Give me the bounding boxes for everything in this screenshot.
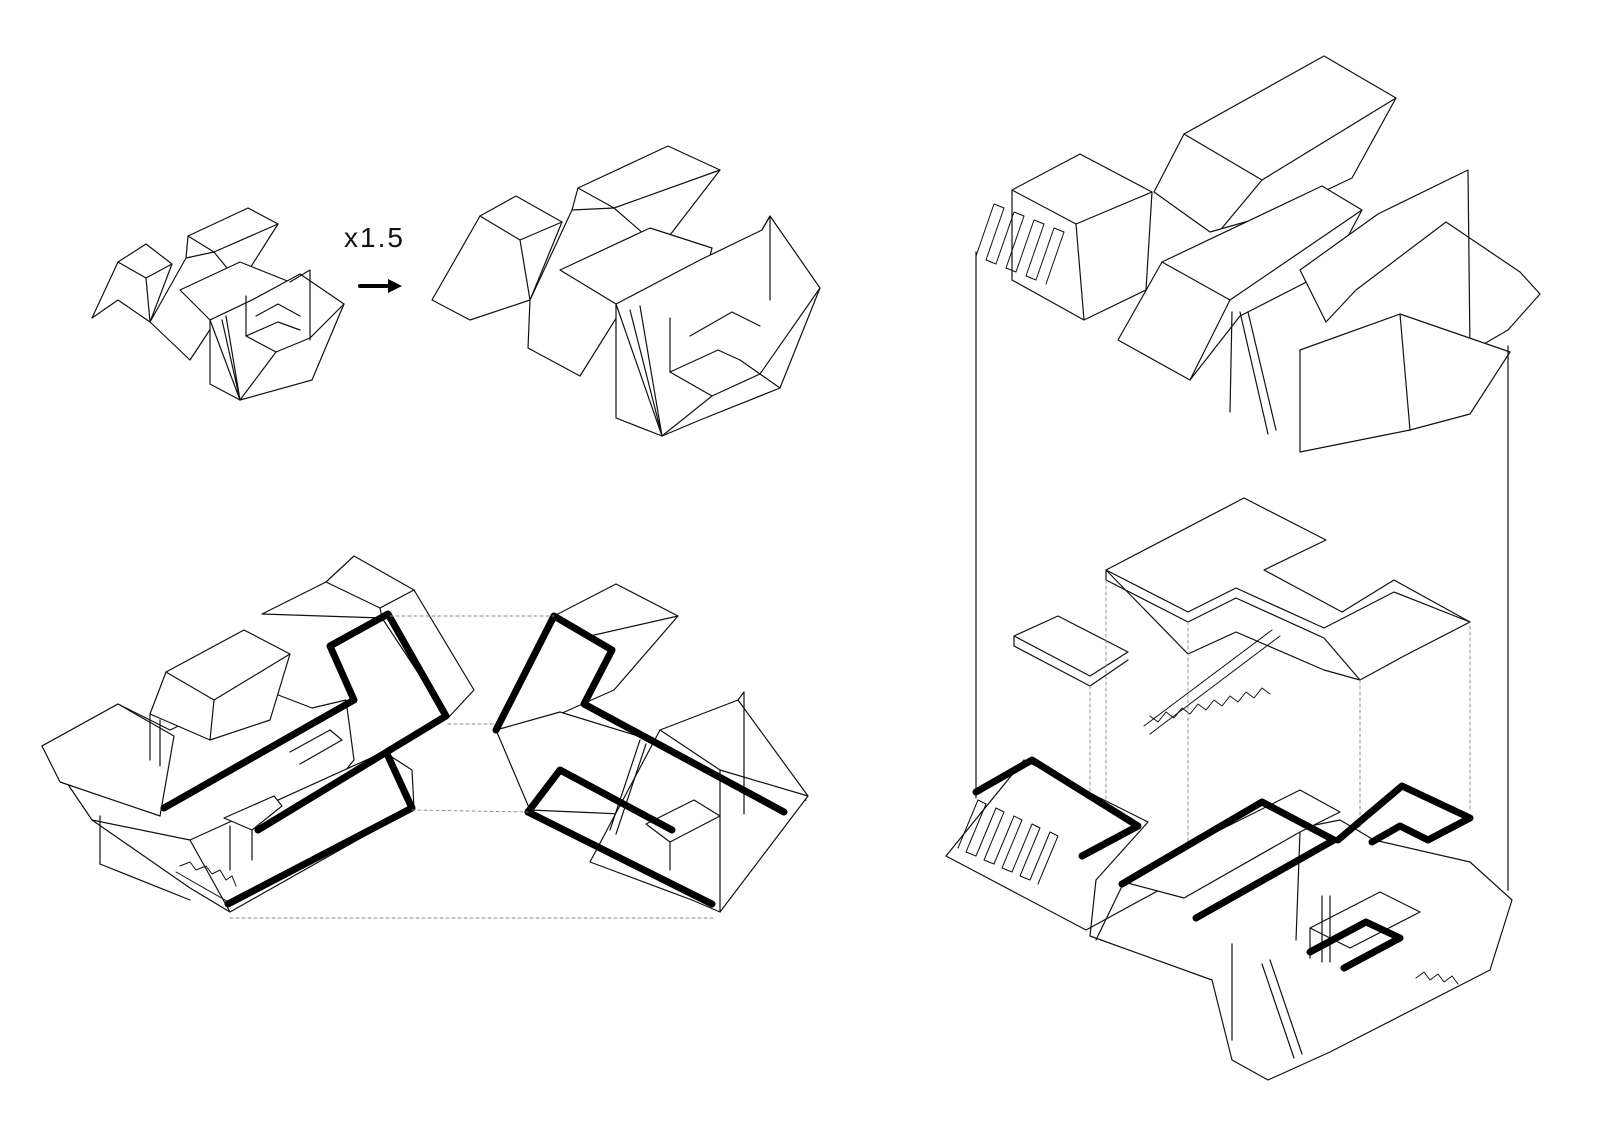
- small-massing-model: [91, 207, 345, 401]
- stair-left-section: [175, 861, 237, 905]
- exploded-roof-level: [975, 55, 1541, 453]
- scale-factor-label: x1.5: [344, 222, 405, 253]
- middle-stair-flight: [1143, 629, 1281, 735]
- hidden-lines-connectors: [229, 615, 715, 919]
- section-axonometric-left: [41, 555, 475, 913]
- roof-stair-top: [975, 203, 1065, 285]
- ground-stair-small: [1415, 971, 1459, 985]
- enlarged-massing-model: [431, 145, 821, 437]
- ground-stair: [957, 799, 1059, 885]
- exploded-middle-level: [1013, 497, 1471, 871]
- exploded-axonometric: [945, 55, 1541, 1081]
- right-arrow-icon: [358, 279, 402, 293]
- exploded-ground-level: [945, 756, 1513, 1081]
- section-axonometric-right: [492, 583, 809, 913]
